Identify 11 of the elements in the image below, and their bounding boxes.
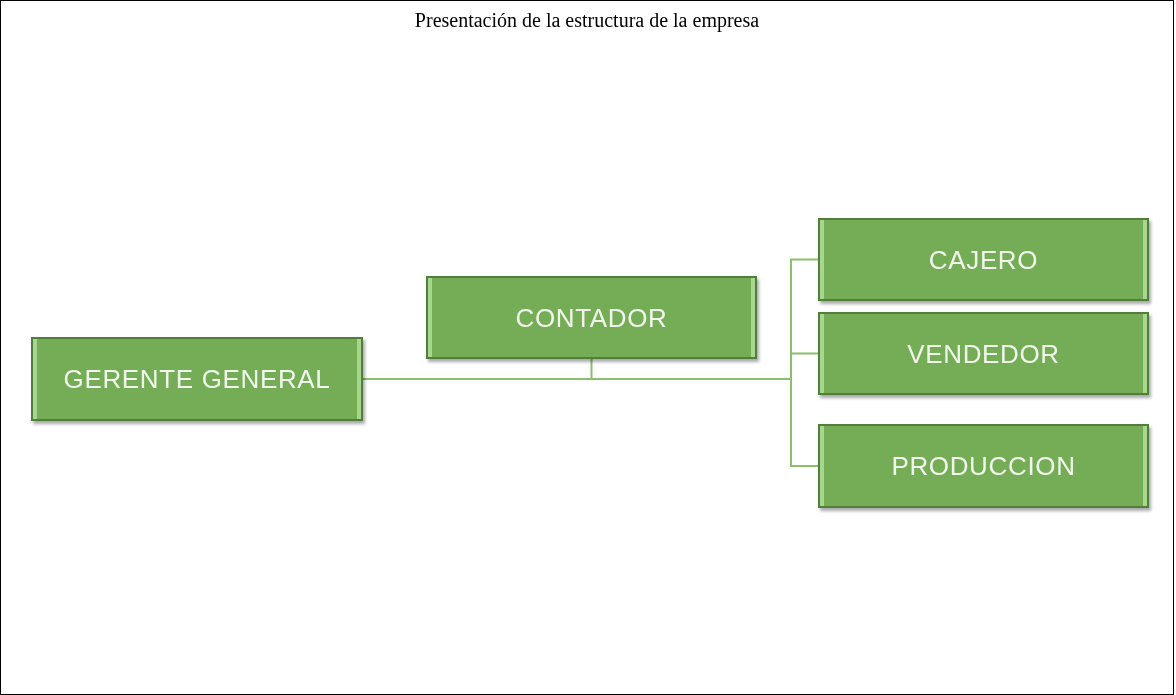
role-label: PRODUCCION — [891, 451, 1076, 481]
role-label: VENDEDOR — [907, 338, 1060, 369]
role-box — [818, 218, 1149, 301]
role-box — [31, 337, 363, 421]
role-box — [818, 312, 1149, 395]
diagram-title: Presentación de la estructura de la empresa — [414, 8, 760, 34]
role-label: GERENTE GENERAL — [63, 364, 331, 394]
role-box — [426, 276, 757, 359]
role-label: CAJERO — [928, 244, 1039, 275]
role-label: CONTADOR — [515, 302, 668, 333]
role-box — [818, 424, 1149, 508]
